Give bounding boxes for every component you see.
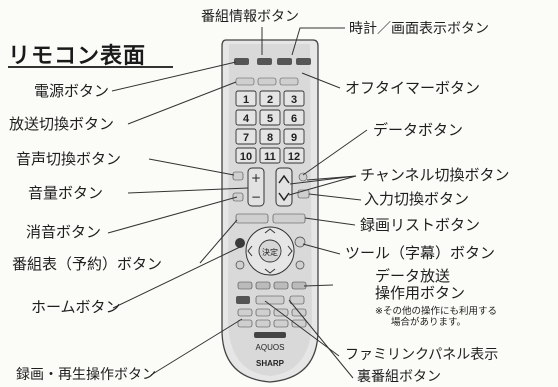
channel-up-icon — [278, 174, 290, 184]
label-data-broadcast-note-1: ※その他の操作にも利用する — [375, 306, 497, 317]
key-9: 9 — [291, 132, 297, 144]
key-6: 6 — [291, 113, 297, 125]
key-3: 3 — [291, 94, 297, 106]
label-volume: 音量ボタン — [28, 184, 104, 202]
number-keypad: 1 2 3 4 5 6 7 8 9 10 11 12 — [235, 90, 305, 164]
label-epg: 番組表（予約）ボタン — [12, 255, 163, 273]
key-7: 7 — [243, 132, 249, 144]
d-pad: 決定 — [235, 226, 306, 276]
label-broadcast-switch: 放送切換ボタン — [9, 115, 115, 133]
data-buttons — [237, 281, 307, 290]
key-12: 12 — [288, 151, 300, 163]
label-program-info: 番組情報ボタン — [201, 9, 299, 25]
remote-brand-logo: SHARP — [256, 359, 285, 368]
label-input-switch: 入力切換ボタン — [364, 190, 470, 208]
channel-down-icon — [278, 192, 290, 202]
key-10: 10 — [240, 151, 252, 163]
label-mute: 消音ボタン — [26, 223, 102, 241]
top-button-row — [234, 58, 311, 86]
leader-lines — [107, 27, 368, 379]
label-power: 電源ボタン — [34, 82, 110, 100]
label-record-list: 録画リストボタン — [360, 216, 481, 234]
key-8: 8 — [267, 132, 273, 144]
label-tool: ツール（字幕）ボタン — [345, 244, 496, 262]
label-famlink: ファミリンクパネル表示 — [345, 347, 499, 363]
label-record-play: 録画・再生操作ボタン — [16, 367, 156, 383]
title-underline — [8, 66, 173, 68]
key-1: 1 — [243, 94, 249, 106]
page-title: リモコン表面 — [8, 44, 147, 69]
volume-minus: − — [251, 190, 261, 204]
label-channel-switch: チャンネル切換ボタン — [360, 166, 510, 184]
label-data-broadcast-1: データ放送 — [375, 267, 451, 285]
label-off-timer: オフタイマーボタン — [345, 79, 481, 97]
label-data-broadcast-note-2: 場合があります。 — [391, 317, 467, 328]
label-clock-display: 時計／画面表示ボタン — [349, 21, 489, 37]
volume-channel-rockers: + − — [232, 167, 310, 207]
remote-model-logo: AQUOS — [256, 343, 285, 352]
key-4: 4 — [243, 113, 250, 125]
label-home: ホームボタン — [31, 298, 121, 316]
label-back-program: 裏番組ボタン — [357, 369, 441, 385]
label-audio-switch: 音声切換ボタン — [16, 150, 122, 168]
volume-plus: + — [251, 171, 261, 185]
label-data: データボタン — [373, 121, 464, 139]
key-5: 5 — [267, 113, 273, 125]
playback-buttons — [236, 295, 307, 338]
key-11: 11 — [264, 151, 276, 163]
key-2: 2 — [267, 94, 273, 106]
label-data-broadcast-2: 操作用ボタン — [375, 284, 466, 302]
center-key: 決定 — [262, 247, 278, 257]
